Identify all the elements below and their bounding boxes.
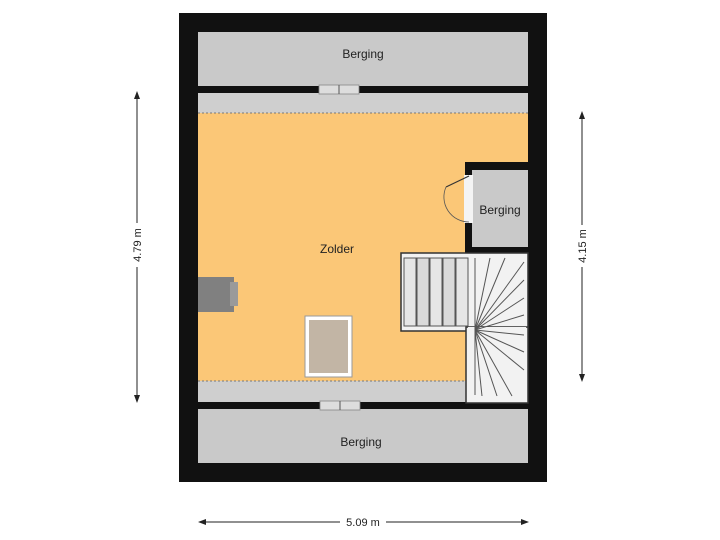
closet-door-swing xyxy=(443,186,470,223)
stair-tread xyxy=(455,257,469,327)
stair-winder-tread xyxy=(474,329,525,353)
closet-door-leaf xyxy=(445,175,470,188)
stair-winder-tread xyxy=(474,279,525,331)
low-ceiling-strip-top xyxy=(198,93,528,113)
storage-right-room xyxy=(472,170,528,247)
right-height-arrow-bottom xyxy=(579,374,585,382)
stair-winder-tread xyxy=(474,329,498,397)
width-arrow-left xyxy=(198,519,206,525)
stair-winder-tread xyxy=(474,257,506,331)
width-arrow-right xyxy=(521,519,529,525)
stair-winder-tread xyxy=(474,329,513,397)
stair-winder-tread xyxy=(474,329,525,371)
stair-tread xyxy=(429,257,443,327)
roof-hatch-inner xyxy=(309,320,348,373)
left-height-arrow-top xyxy=(134,91,140,99)
staircase xyxy=(403,257,525,397)
stair-winder-tread xyxy=(474,314,525,331)
stair-winder-tread xyxy=(474,329,525,336)
low-ceiling-strip-bottom xyxy=(198,381,528,402)
room-label-storage-right: Berging xyxy=(479,203,520,217)
left-height-dimension-label: 4.79 m xyxy=(132,228,144,262)
left-height-arrow-bottom xyxy=(134,395,140,403)
stair-winder-tread xyxy=(474,297,525,331)
stair-tread xyxy=(442,257,456,327)
right-height-dimension-label: 4.15 m xyxy=(577,229,589,263)
width-dimension-label: 5.09 m xyxy=(346,517,380,529)
room-label-attic: Zolder xyxy=(320,242,354,256)
stair-tread xyxy=(416,257,430,327)
room-label-storage-top: Berging xyxy=(342,47,383,61)
stair-winder-tread xyxy=(474,329,483,397)
stair-tread xyxy=(403,257,417,327)
stair-winder-tread xyxy=(474,261,525,331)
right-height-arrow-top xyxy=(579,111,585,119)
storage-bottom-room xyxy=(198,409,528,463)
storage-top-room xyxy=(198,32,528,86)
room-label-storage-bottom: Berging xyxy=(340,435,381,449)
closet-door-opening xyxy=(464,175,473,223)
chimney-block xyxy=(198,277,234,312)
stair-winder-tread xyxy=(474,257,491,331)
